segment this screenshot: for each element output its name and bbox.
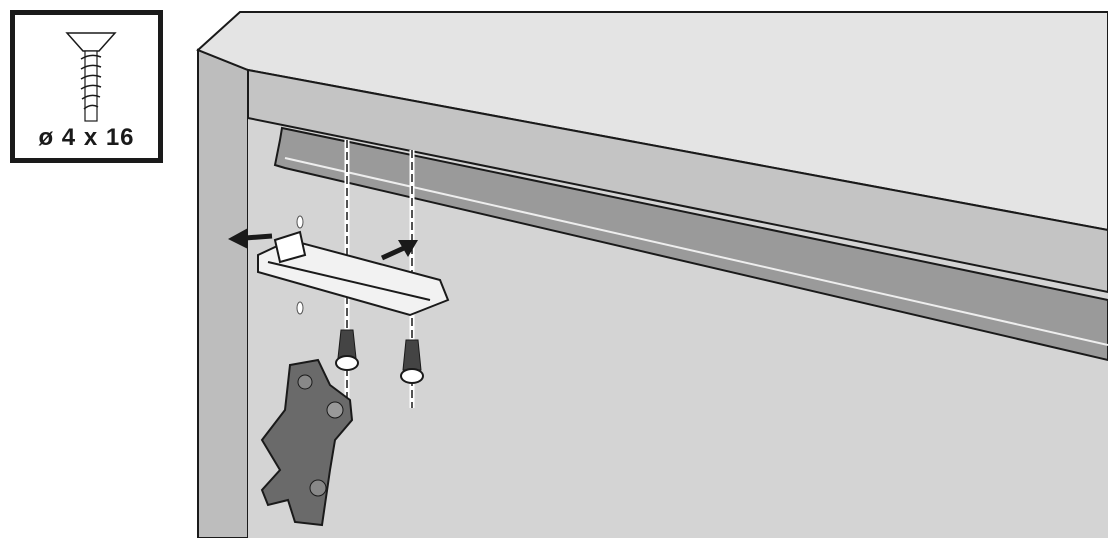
screw [400,339,424,384]
countersunk-screw-icon [65,32,117,122]
top-panel-surface [196,11,1108,232]
drill-hole [296,301,304,315]
hinge [260,358,354,527]
top-panel-front-strip [247,68,1108,294]
drill-hole [296,215,304,229]
side-panel-front-edge [197,48,249,538]
screw [335,329,359,371]
screw-size-label: ø 4 x 16 [38,124,135,151]
slide-left-arrow [228,228,273,249]
mounting-rail [273,126,1108,362]
mounting-plate [257,230,450,317]
inner-side-wall [248,118,1108,538]
screw-spec-box: ø 4 x 16 [10,10,163,163]
insert-up-arrow [380,240,418,261]
